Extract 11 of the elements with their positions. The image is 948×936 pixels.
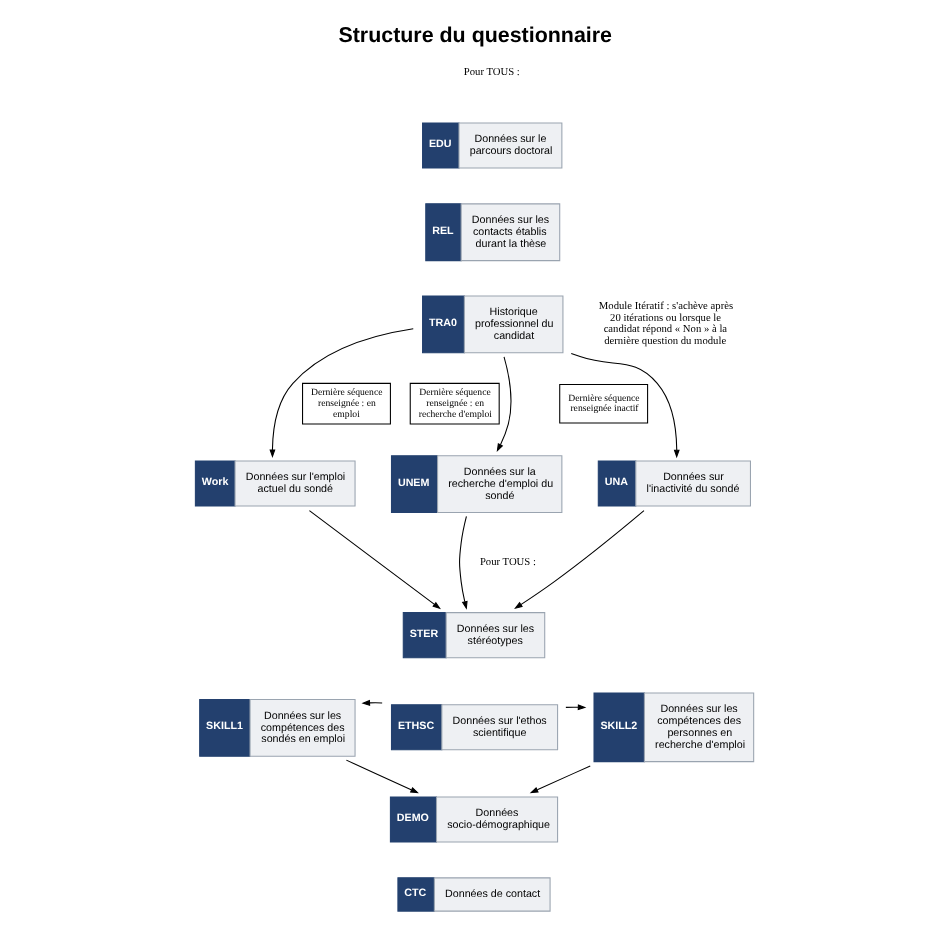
arrow [308,510,441,610]
arrow [529,765,591,794]
arrow [514,510,645,610]
arrow [570,352,680,459]
arrow [496,356,512,453]
arrow [459,515,468,610]
diagram-title: Structure du questionnaire [338,23,613,48]
arrow [565,704,587,711]
arrow [361,699,383,706]
arrow [269,328,414,459]
arrow [345,759,419,794]
